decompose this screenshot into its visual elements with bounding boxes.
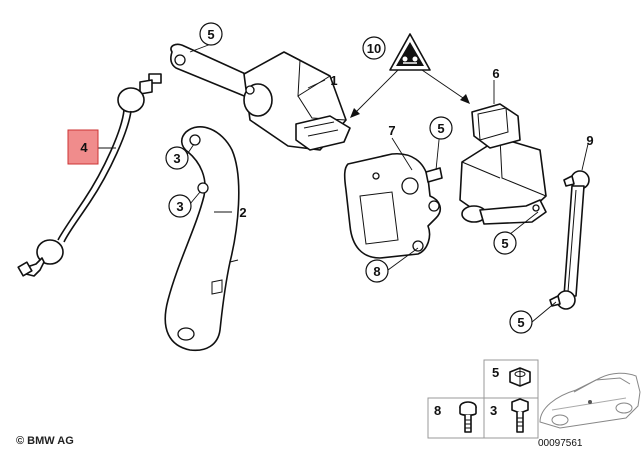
ride-height-sensor-part-1[interactable] — [170, 43, 351, 151]
hardware-legend: 5 8 3 — [427, 359, 539, 439]
callout-label: 5 — [501, 236, 508, 251]
link-rod-part-9[interactable] — [549, 170, 590, 310]
callout-6: 6 — [492, 66, 499, 81]
stud-bolt — [425, 167, 443, 183]
callout-5-mid: 5 — [429, 116, 453, 140]
callout-label: 8 — [373, 264, 380, 279]
copyright-text: © BMW AG — [16, 435, 74, 447]
callout-label: 3 — [173, 151, 180, 166]
callout-8: 8 — [365, 259, 389, 283]
ride-height-sensor-part-6[interactable] — [459, 103, 547, 225]
callout-3-upper: 3 — [165, 146, 189, 170]
callout-label: 4 — [80, 140, 88, 155]
callout-label: 6 — [492, 66, 499, 81]
callout-label: 9 — [586, 133, 593, 148]
callout-label: 2 — [239, 205, 246, 220]
nut-icon — [509, 367, 531, 387]
callout-label: 1 — [330, 73, 337, 88]
callout-9: 9 — [586, 133, 593, 148]
bolt-8-icon — [459, 401, 477, 433]
callout-2: 2 — [239, 205, 246, 220]
callout-5-bottom: 5 — [509, 310, 533, 334]
legend-bolt8-label: 8 — [434, 403, 441, 418]
callout-label: 5 — [517, 315, 524, 330]
callout-5-top: 5 — [199, 22, 223, 46]
callout-5-right: 5 — [493, 231, 517, 255]
callout-7: 7 — [388, 123, 395, 138]
callout-label: 10 — [367, 41, 381, 56]
legend-nut-label: 5 — [492, 365, 499, 380]
bracket-part-2[interactable] — [164, 126, 240, 352]
callout-label: 5 — [437, 121, 444, 136]
callout-1: 1 — [330, 73, 337, 88]
mounting-plate-part-7[interactable] — [343, 153, 442, 259]
callout-10: 10 — [362, 36, 386, 60]
linkage-rod-part-4[interactable] — [17, 73, 162, 277]
bolt-3-icon — [511, 398, 529, 433]
pointer-arrows — [350, 69, 470, 118]
callout-4-highlighted[interactable]: 4 — [67, 129, 99, 165]
diagram-number: 00097561 — [538, 438, 583, 449]
callout-label: 3 — [176, 199, 183, 214]
callout-label: 5 — [207, 27, 214, 42]
car-thumbnail — [539, 372, 641, 429]
callout-3-lower: 3 — [168, 194, 192, 218]
legend-bolt3-label: 3 — [490, 403, 497, 418]
electrostatic-warning-icon — [389, 33, 431, 71]
callout-label: 7 — [388, 123, 395, 138]
